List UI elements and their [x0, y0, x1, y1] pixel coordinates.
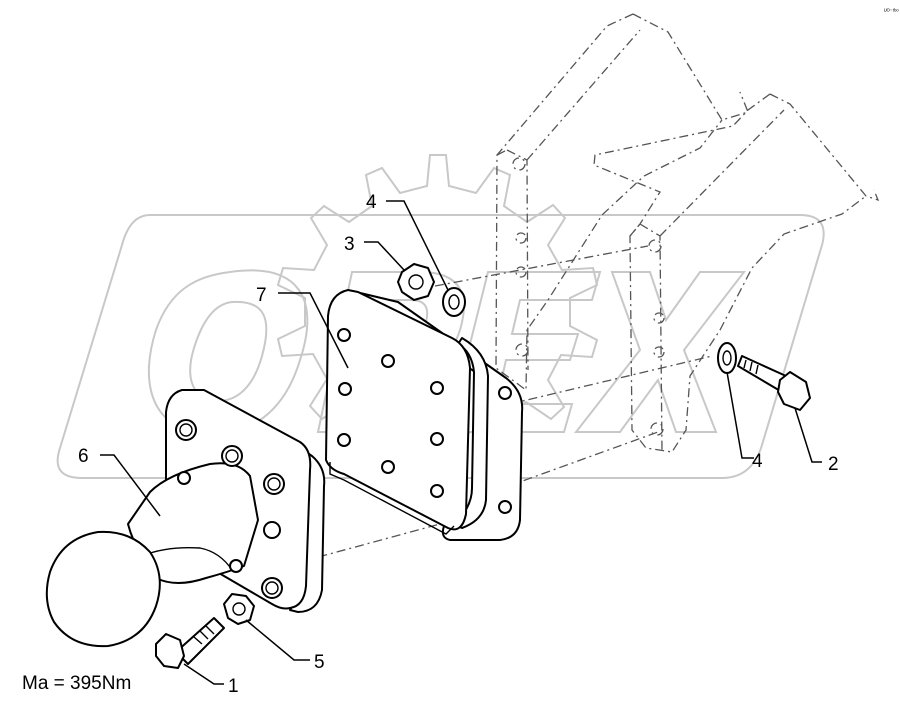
corner-mark: ᵁᴼ⁻ᵗᵇᵒ: [884, 8, 899, 15]
coupling-hole-bore: [225, 449, 239, 463]
part-4-washer-top: [442, 287, 466, 317]
bracket-hole: [648, 239, 662, 253]
bracket-hole: [650, 422, 664, 436]
callout-5: 5: [314, 652, 325, 673]
washer-body: [717, 342, 737, 374]
leader-4-right: [726, 371, 754, 459]
rear-bracket-edge: [496, 29, 641, 371]
coupling-hole-bore: [267, 477, 281, 491]
plate-hole: [498, 500, 512, 514]
leader-7: [278, 292, 349, 369]
plate-hole: [430, 432, 444, 446]
callout-4-right: 4: [752, 451, 763, 472]
plate-hole: [337, 433, 351, 447]
leader-5: [245, 619, 310, 661]
callout-labels: 7 3 4 6 4 2 5 1 Ma = 395Nm: [22, 192, 839, 697]
coupling-hole: [175, 419, 197, 441]
coupling-hole: [263, 521, 281, 539]
plate-hole: [430, 381, 444, 395]
leader-6: [100, 454, 161, 517]
coupling-hole: [229, 559, 243, 573]
washer-body: [442, 287, 466, 317]
leader-1: [183, 663, 224, 685]
coupling-hole: [177, 471, 191, 485]
part-3-nut-top: [397, 263, 435, 301]
coupling-hole: [263, 473, 285, 495]
watermark-letter-o-inner: [189, 300, 268, 402]
callout-6: 6: [78, 446, 89, 467]
callout-7: 7: [256, 285, 267, 306]
part-2-bolt-right: [737, 355, 811, 411]
bolt-head: [777, 371, 811, 411]
callout-1: 1: [228, 676, 239, 697]
torque-note: Ma = 395Nm: [22, 673, 131, 694]
frame-brackets: [299, 13, 880, 563]
plate-hole: [338, 382, 352, 396]
assembly-centerline: [299, 504, 511, 563]
assembly-centerline: [434, 245, 649, 287]
nut-body: [223, 593, 255, 625]
callout-2: 2: [828, 454, 839, 475]
bolt-shank: [175, 617, 225, 665]
part-1-bolt-bottom: [155, 617, 225, 669]
watermark-letter-x: [573, 271, 747, 433]
bracket-hole: [653, 312, 665, 324]
washer-bore: [722, 350, 732, 366]
callout-leaders: [100, 200, 822, 685]
plate-hole: [381, 460, 395, 474]
bracket-hole: [512, 157, 526, 171]
part-7-mounting-plate: [325, 289, 524, 541]
callout-4-top: 4: [366, 192, 377, 213]
nut-body: [397, 263, 435, 301]
plate-hole: [337, 328, 351, 342]
plate-hole: [498, 386, 512, 400]
plate-lower-edge: [329, 462, 455, 535]
plate-hole: [430, 484, 444, 498]
bracket-hole: [515, 266, 527, 278]
bracket-hole: [515, 343, 529, 357]
coupling-ball: [45, 530, 161, 648]
coupling-hole: [221, 445, 243, 467]
bolt-thread: [743, 359, 759, 375]
part-4-washer-right: [717, 342, 737, 374]
coupling-neck-line: [141, 546, 233, 571]
part-5-nut-bottom: [223, 593, 255, 625]
bolt-thread: [193, 625, 215, 645]
front-bracket-edge: [629, 109, 785, 453]
plate-bolt-holes: [337, 328, 444, 498]
nut-bore: [408, 274, 424, 290]
front-frame-bracket: [593, 93, 880, 453]
coupling-bolt-holes: [175, 419, 285, 599]
coupling-hole: [261, 577, 283, 599]
coupling-hole-bore: [179, 423, 193, 437]
bolt-head: [155, 633, 185, 669]
leader-2: [794, 407, 822, 463]
watermark-letter-e: [446, 271, 602, 433]
plate-hole: [381, 354, 395, 368]
callout-3: 3: [344, 234, 355, 255]
bracket-hole: [515, 232, 527, 244]
part-6-towing-ball-coupling: [45, 389, 326, 648]
leader-3: [364, 241, 405, 271]
rear-frame-bracket: [495, 13, 749, 392]
assembly-centerline: [509, 355, 713, 405]
bracket-hole: [653, 346, 665, 358]
washer-bore: [448, 294, 460, 310]
leader-4-top: [386, 200, 449, 291]
plate-face: [325, 289, 471, 531]
coupling-hole-bore: [265, 581, 279, 595]
nut-bore: [232, 602, 246, 616]
watermark-banner: [56, 214, 825, 479]
